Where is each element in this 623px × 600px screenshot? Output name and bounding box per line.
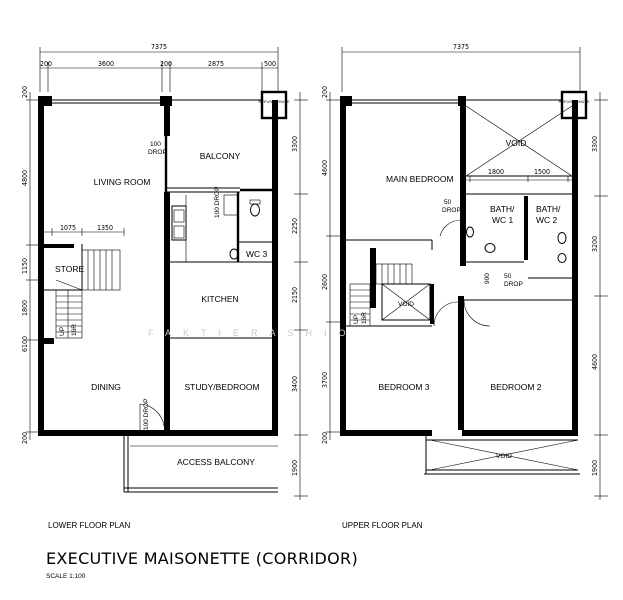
room-study: STUDY/BEDROOM: [184, 382, 259, 392]
upper-left-dim-1: 200: [321, 86, 329, 98]
upper-dim-900: 900: [484, 273, 491, 284]
lower-refuse-label: REFUSE CHUTE: [258, 99, 289, 104]
upper-left-dim-2: 4600: [321, 160, 329, 176]
upper-right-dim-2: 3200: [591, 236, 599, 252]
upper-right-dim-3: 4600: [591, 354, 599, 370]
room-dining: DINING: [91, 382, 121, 392]
lower-floor-caption: LOWER FLOOR PLAN: [48, 521, 130, 530]
room-bath1-b: WC 1: [492, 215, 514, 225]
room-access-balcony: ACCESS BALCONY: [177, 457, 255, 467]
bath2-basin: [557, 253, 567, 263]
lower-right-dim-3: 2150: [291, 287, 299, 303]
entry-drop: 100 DROP: [143, 399, 150, 430]
store-dim-1075: 1075: [60, 224, 76, 232]
plan-scale: SCALE 1:100: [46, 573, 86, 580]
void-dim-1500: 1500: [534, 168, 550, 176]
room-store: STORE: [55, 264, 84, 274]
master-door-swing: [439, 219, 461, 237]
lower-left-dim-3: 1150: [21, 258, 29, 274]
upper-right-dim-1: 3300: [591, 136, 599, 152]
lower-top-seg-3: 200: [160, 60, 172, 68]
watermark: FAKTIERASHIO: [148, 328, 358, 338]
lower-left-dim-6: 200: [21, 432, 29, 444]
upper-refuse-chute: [560, 90, 588, 120]
upper-drop-50b: 50: [504, 273, 512, 280]
upper-stair-up: UP: [353, 315, 360, 324]
bed3-door-swing: [433, 301, 459, 327]
upper-left-dim-4: 3700: [321, 372, 329, 388]
lower-right-dim-5: 1900: [291, 460, 299, 476]
room-wc3: WC 3: [246, 249, 268, 259]
void-top-label: VOID: [506, 138, 527, 148]
lower-right-dim-4: 3400: [291, 376, 299, 392]
lower-left-dim-1: 200: [21, 86, 29, 98]
upper-floor-caption: UPPER FLOOR PLAN: [342, 521, 423, 530]
void-dim-1800: 1800: [488, 168, 504, 176]
upper-drop-label-b: DROP: [504, 281, 523, 288]
room-bedroom2: BEDROOM 2: [490, 382, 541, 392]
bed2-door-swing: [463, 299, 491, 327]
upper-left-dim-5: 200: [321, 432, 329, 444]
upper-drop-50a: 50: [444, 199, 452, 206]
upper-void-bottom: VOID: [424, 436, 580, 475]
upper-refuse-label: REFUSE CHUTE: [558, 99, 589, 104]
room-bath2-a: BATH/: [536, 204, 561, 214]
lower-right-dim-2: 2250: [291, 218, 299, 234]
lower-entry-door: [139, 403, 165, 430]
bath2-toilet: [557, 232, 567, 244]
room-bath2-b: WC 2: [536, 215, 558, 225]
upper-top-total: 7375: [453, 43, 469, 51]
void-bottom-label: VOID: [496, 453, 512, 460]
upper-left-dim-3: 2600: [321, 274, 329, 290]
lower-refuse-chute: [260, 90, 288, 120]
upper-right-dim-4: 1900: [591, 460, 599, 476]
plan-title: EXECUTIVE MAISONETTE (CORRIDOR): [46, 549, 358, 568]
balcony-drop-label: DROP: [148, 149, 167, 156]
upper-void-middle: VOID: [381, 283, 431, 321]
room-bath1-a: BATH/: [490, 204, 515, 214]
room-kitchen: KITCHEN: [201, 294, 238, 304]
lower-left-dim-2: 4800: [21, 170, 29, 186]
void-middle-label: VOID: [398, 301, 414, 308]
wc3-drop: 100 DROP: [214, 187, 221, 218]
wc3-toilet: [250, 203, 260, 217]
store-dim-1350: 1350: [97, 224, 113, 232]
bath1-basin: [484, 243, 496, 253]
lower-left-dim-4: 1800: [21, 300, 29, 316]
room-living: LIVING ROOM: [94, 177, 151, 187]
upper-stair-steps: 16R: [361, 312, 368, 324]
wc3-basin: [229, 248, 239, 260]
upper-staircase: UP 16R: [349, 263, 413, 327]
lower-stair-up: UP: [59, 327, 66, 336]
lower-left-dim-5: 6100: [21, 336, 29, 352]
lower-top-seg-5: 500: [264, 60, 276, 68]
bath1-toilet: [466, 226, 474, 238]
room-bedroom3: BEDROOM 3: [378, 382, 429, 392]
lower-right-dim-1: 3300: [291, 136, 299, 152]
room-main-bedroom: MAIN BEDROOM: [386, 174, 454, 184]
lower-floor-plan: 7375 200 3600 200 2875 500 200 4800 1150…: [21, 43, 308, 530]
lower-top-seg-2: 3600: [98, 60, 114, 68]
upper-floor-plan: 7375 200 4600 2600 3700 200 3300 3200 46…: [321, 43, 608, 530]
lower-top-seg-1: 200: [40, 60, 52, 68]
lower-stair-steps: 16R: [71, 324, 78, 336]
lower-staircase: UP 16R: [55, 249, 121, 339]
balcony-drop-100: 100: [150, 141, 161, 148]
lower-top-total: 7375: [151, 43, 167, 51]
upper-drop-label-a: DROP: [442, 207, 461, 214]
upper-void-top: VOID 1800 1500: [465, 105, 573, 182]
lower-top-seg-4: 2875: [208, 60, 224, 68]
room-balcony: BALCONY: [200, 151, 241, 161]
